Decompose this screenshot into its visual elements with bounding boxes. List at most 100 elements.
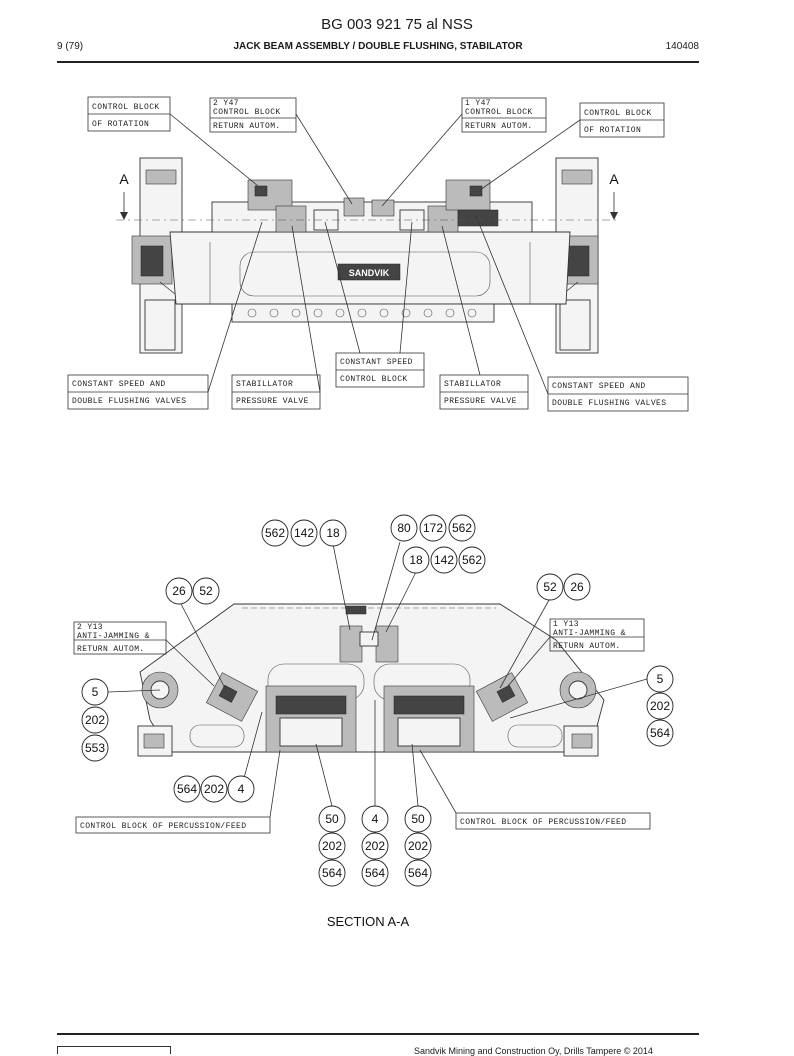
label-percussion-feed-left: CONTROL BLOCK OF PERCUSSION/FEED <box>75 816 271 834</box>
svg-text:ANTI-JAMMING &: ANTI-JAMMING & <box>553 629 626 638</box>
callout-number: 142 <box>434 553 454 567</box>
callout-circle <box>448 514 476 542</box>
callout-number: 26 <box>570 580 584 594</box>
label-2y47-return-autom: 2 Y47 CONTROL BLOCK RETURN AUTOM. <box>209 97 297 133</box>
svg-text:2 Y13: 2 Y13 <box>77 623 103 632</box>
callout-circle <box>390 514 418 542</box>
svg-text:CONSTANT SPEED: CONSTANT SPEED <box>340 358 413 367</box>
svg-text:RETURN AUTOM.: RETURN AUTOM. <box>213 122 281 131</box>
callout-number: 142 <box>294 526 314 540</box>
callout-number: 202 <box>204 782 224 796</box>
callout-number: 4 <box>238 782 245 796</box>
svg-text:DOUBLE FLUSHING VALVES: DOUBLE FLUSHING VALVES <box>72 397 186 406</box>
callout-circle <box>402 546 430 574</box>
callout-circle <box>81 678 109 706</box>
callout-number: 202 <box>322 839 342 853</box>
callout-number: 564 <box>177 782 197 796</box>
label-constant-speed-flushing-right: CONSTANT SPEED AND DOUBLE FLUSHING VALVE… <box>547 376 689 412</box>
section-mark-left: A <box>119 171 129 187</box>
svg-text:RETURN AUTOM.: RETURN AUTOM. <box>77 645 145 654</box>
callout-number: 564 <box>365 866 385 880</box>
callout-number: 52 <box>199 584 213 598</box>
header-rule <box>57 61 699 63</box>
callout-circle <box>646 665 674 693</box>
svg-text:OF ROTATION: OF ROTATION <box>92 120 149 129</box>
callout-circle <box>361 832 389 860</box>
callout-circle <box>646 692 674 720</box>
brand-logo <box>57 1046 171 1054</box>
callout-circle <box>318 805 346 833</box>
svg-text:PRESSURE VALVE: PRESSURE VALVE <box>236 397 309 406</box>
callout-circle <box>165 577 193 605</box>
callout-circle <box>173 775 201 803</box>
svg-text:STABILLATOR: STABILLATOR <box>236 380 293 389</box>
page-title: JACK BEAM ASSEMBLY / DOUBLE FLUSHING, ST… <box>233 41 523 52</box>
callout-number: 5 <box>92 685 99 699</box>
svg-text:CONTROL BLOCK: CONTROL BLOCK <box>213 108 281 117</box>
callout-number: 564 <box>408 866 428 880</box>
callout-number: 5 <box>657 672 664 686</box>
svg-text:2 Y47: 2 Y47 <box>213 99 239 108</box>
svg-text:CONTROL BLOCK OF PERCUSSION/FE: CONTROL BLOCK OF PERCUSSION/FEED <box>80 822 246 831</box>
footer-copyright: Sandvik Mining and Construction Oy, Dril… <box>414 1046 653 1056</box>
callout-circle <box>404 832 432 860</box>
callout-number: 18 <box>409 553 423 567</box>
callout-number: 202 <box>85 713 105 727</box>
svg-text:ANTI-JAMMING &: ANTI-JAMMING & <box>77 632 150 641</box>
callout-number: 562 <box>265 526 285 540</box>
callout-number: 26 <box>172 584 186 598</box>
callout-number: 4 <box>372 812 379 826</box>
label-constant-speed-control-block: CONSTANT SPEED CONTROL BLOCK <box>335 352 425 388</box>
callout-number: 564 <box>322 866 342 880</box>
callout-circle <box>81 734 109 762</box>
label-control-block-rotation-left: CONTROL BLOCK OF ROTATION <box>87 96 171 132</box>
label-constant-speed-flushing-left: CONSTANT SPEED AND DOUBLE FLUSHING VALVE… <box>67 374 209 410</box>
callout-circle <box>261 519 289 547</box>
callout-circle <box>192 577 220 605</box>
svg-text:CONSTANT SPEED AND: CONSTANT SPEED AND <box>552 382 646 391</box>
callout-number: 50 <box>325 812 339 826</box>
callout-number: 202 <box>650 699 670 713</box>
callout-circle <box>318 832 346 860</box>
callout-circle <box>536 573 564 601</box>
callout-circle <box>290 519 318 547</box>
svg-text:DOUBLE FLUSHING VALVES: DOUBLE FLUSHING VALVES <box>552 399 666 408</box>
section-leader-lines <box>107 541 648 818</box>
callout-circle <box>404 859 432 887</box>
callout-number: 553 <box>85 741 105 755</box>
svg-text:CONSTANT SPEED AND: CONSTANT SPEED AND <box>72 380 166 389</box>
callout-circle <box>419 514 447 542</box>
callout-number: 562 <box>462 553 482 567</box>
callout-number: 52 <box>543 580 557 594</box>
label-control-block-rotation-right: CONTROL BLOCK OF ROTATION <box>579 102 665 138</box>
callout-number: 172 <box>423 521 443 535</box>
callout-circle <box>361 805 389 833</box>
svg-text:CONTROL BLOCK OF PERCUSSION/FE: CONTROL BLOCK OF PERCUSSION/FEED <box>460 818 626 827</box>
callout-circle <box>318 859 346 887</box>
svg-text:RETURN AUTOM.: RETURN AUTOM. <box>553 642 621 651</box>
label-1y13-anti-jamming: 1 Y13 ANTI-JAMMING & RETURN AUTOM. <box>549 618 645 652</box>
callout-circle <box>563 573 591 601</box>
brand-plate: SANDVIK <box>349 268 390 278</box>
callout-circle <box>200 775 228 803</box>
section-view-drawing <box>137 603 605 757</box>
jack-beam-top-view: SANDVIK <box>116 157 620 354</box>
date-code: 140408 <box>665 41 699 52</box>
callout-circle <box>646 719 674 747</box>
label-percussion-feed-right: CONTROL BLOCK OF PERCUSSION/FEED <box>455 812 651 830</box>
callout-number: 80 <box>397 521 411 535</box>
callout-circle <box>430 546 458 574</box>
callout-number: 50 <box>411 812 425 826</box>
svg-text:CONTROL BLOCK: CONTROL BLOCK <box>465 108 533 117</box>
svg-text:PRESSURE VALVE: PRESSURE VALVE <box>444 397 517 406</box>
callout-circle <box>227 775 255 803</box>
callout-circle <box>404 805 432 833</box>
label-stabilator-pressure-left: STABILLATOR PRESSURE VALVE <box>231 374 321 410</box>
callout-circle <box>458 546 486 574</box>
callout-circle <box>81 706 109 734</box>
svg-text:1 Y47: 1 Y47 <box>465 99 491 108</box>
section-caption: SECTION A-A <box>327 914 410 929</box>
svg-text:CONTROL BLOCK: CONTROL BLOCK <box>340 375 408 384</box>
